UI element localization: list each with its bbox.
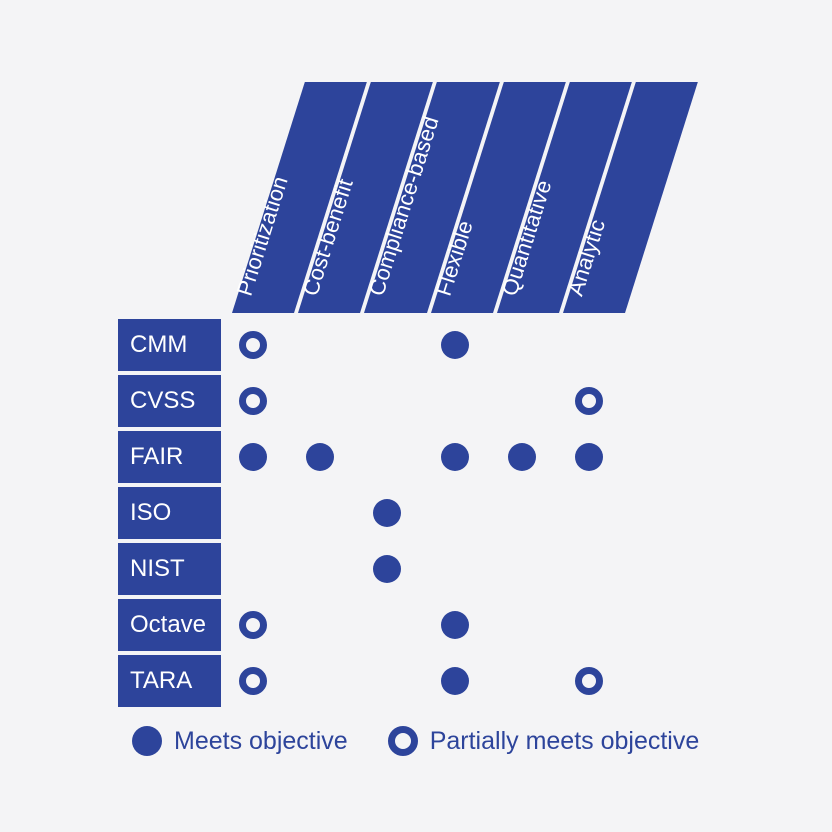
row-label-octave[interactable]: Octave <box>118 599 221 651</box>
row-label-nist[interactable]: NIST <box>118 543 221 595</box>
cell-marker-fair-flexible <box>440 443 469 471</box>
cell-marker-tara-prioritization <box>239 667 267 695</box>
cell-marker-octave-flexible <box>440 611 469 639</box>
legend-label: Meets objective <box>174 726 348 755</box>
filled-circle-icon <box>132 726 162 756</box>
cell-marker-iso-compliance-based <box>373 499 402 527</box>
cell-marker-fair-analytic <box>575 443 603 471</box>
cell-marker-cmm-prioritization <box>239 331 267 359</box>
row-label-tara[interactable]: TARA <box>118 655 221 707</box>
chart-legend: Meets objective Partially meets objective <box>132 723 699 759</box>
cell-marker-tara-flexible <box>440 667 469 695</box>
hollow-circle-icon <box>387 726 418 756</box>
row-label-iso[interactable]: ISO <box>118 487 221 539</box>
legend-item-meets-objective: Meets objective <box>132 726 348 756</box>
row-label-fair[interactable]: FAIR <box>118 431 221 483</box>
cell-marker-cvss-analytic <box>575 387 603 415</box>
cell-marker-fair-prioritization <box>239 443 267 471</box>
row-label-cvss[interactable]: CVSS <box>118 375 221 427</box>
cell-marker-cmm-flexible <box>440 331 469 359</box>
cell-marker-nist-compliance-based <box>373 555 402 583</box>
legend-item-partially-meets-objective: Partially meets objective <box>387 726 700 756</box>
cell-marker-fair-quantitative <box>507 443 536 471</box>
row-label-cmm[interactable]: CMM <box>118 319 221 371</box>
cell-marker-cvss-prioritization <box>239 387 267 415</box>
cell-marker-tara-analytic <box>575 667 603 695</box>
cell-marker-fair-cost-benefit <box>306 443 335 471</box>
column-header-label: Prioritization <box>231 173 293 299</box>
cell-marker-octave-prioritization <box>239 611 267 639</box>
legend-label: Partially meets objective <box>429 726 700 755</box>
